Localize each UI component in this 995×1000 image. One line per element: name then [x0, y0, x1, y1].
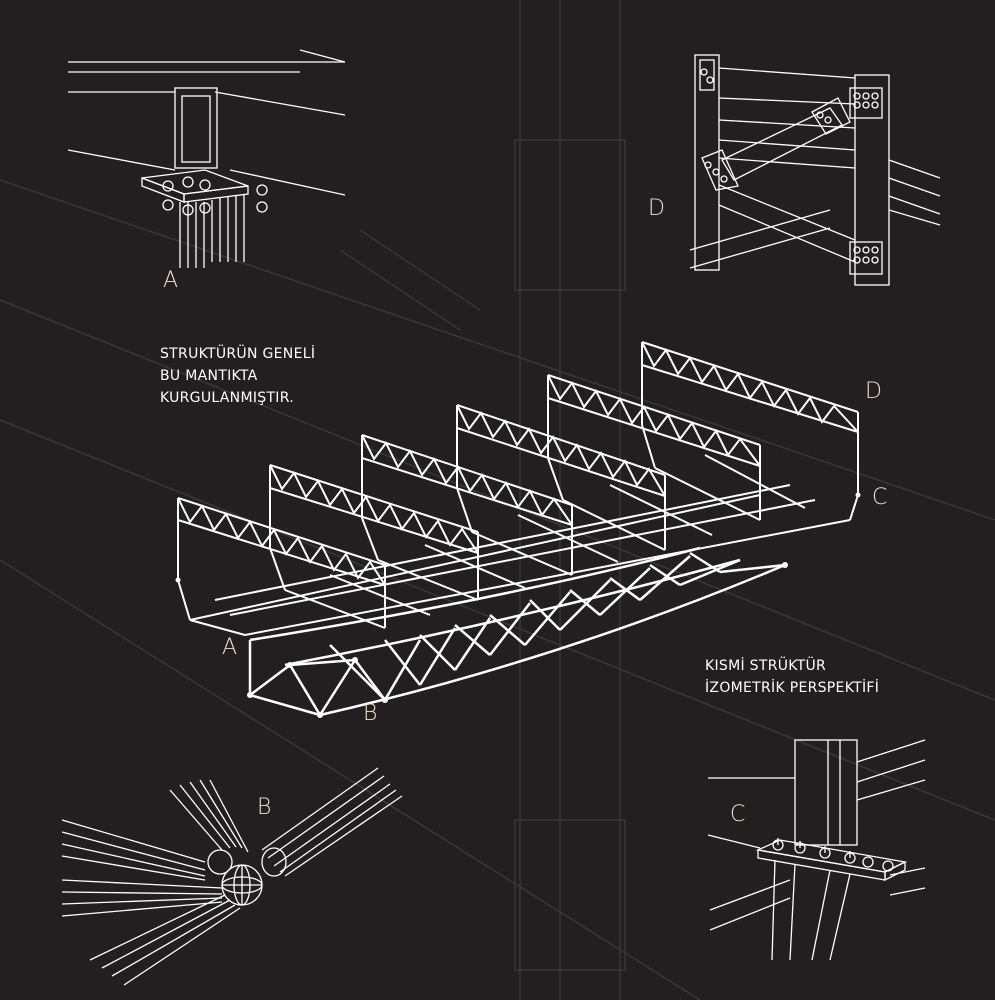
- detail-b-label: B: [257, 795, 272, 820]
- main-a-label: A: [222, 635, 238, 660]
- overview-caption-line1: STRUKTÜRÜN GENELİ: [160, 346, 316, 362]
- isometric-caption-line1: KISMİ STRÜKTÜR: [705, 658, 827, 674]
- main-d-label: D: [865, 379, 882, 404]
- overview-caption: STRUKTÜRÜN GENELİ BU MANTIKTA KURGULANMI…: [160, 343, 315, 409]
- main-c-label: C: [872, 485, 888, 510]
- isometric-caption: KISMİ STRÜKTÜR İZOMETRİK PERSPEKTİFİ: [705, 655, 879, 699]
- isometric-caption-line2: İZOMETRİK PERSPEKTİFİ: [705, 680, 880, 696]
- detail-c-label: C: [730, 802, 746, 827]
- detail-a-label: A: [163, 268, 179, 293]
- overview-caption-line3: KURGULANMIŞTIR.: [160, 390, 294, 406]
- main-b-label: B: [363, 701, 378, 726]
- detail-d-label: D: [648, 196, 665, 221]
- overview-caption-line2: BU MANTIKTA: [160, 368, 258, 384]
